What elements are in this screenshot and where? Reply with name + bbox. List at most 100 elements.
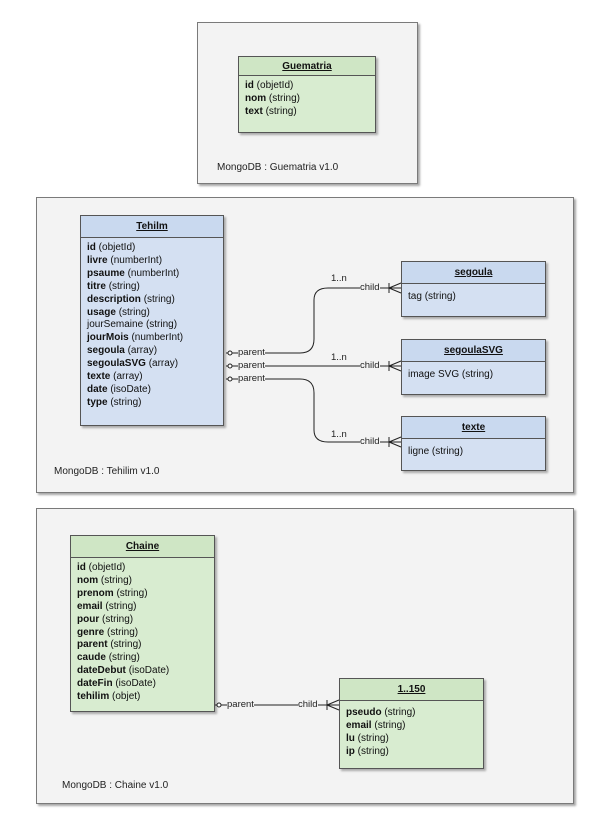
chaine-entity[interactable]: Chaine id (objetId)nom (string)prenom (s… xyxy=(70,535,215,712)
parent-label-segoulasvg: parent xyxy=(238,360,265,371)
segoula-entity[interactable]: segoula tag (string) xyxy=(401,261,546,317)
crowfoot-chaine xyxy=(326,699,340,711)
field-row: description (string) xyxy=(87,294,217,307)
field-name: livre xyxy=(87,254,108,266)
field-type: (string) xyxy=(431,446,464,457)
child-label-segoulasvg: child xyxy=(360,360,380,371)
field-row: nom (string) xyxy=(245,93,369,106)
field-name: segoula xyxy=(87,345,125,357)
field-name: jourMois xyxy=(87,332,129,344)
field-type: (string) xyxy=(357,745,389,757)
field-row: genre (string) xyxy=(77,627,208,640)
texte-connector xyxy=(226,378,401,443)
field-name: id xyxy=(77,562,86,573)
field-type: (string) xyxy=(145,319,178,331)
field-name: nom xyxy=(77,574,99,586)
segoulasvg-fields: image SVG (string) xyxy=(402,362,545,386)
range-entity[interactable]: 1..150 pseudo (string)email (string)lu (… xyxy=(339,678,484,769)
field-type: (string) xyxy=(265,105,297,117)
field-type: (string) xyxy=(100,574,133,586)
child-label-segoula: child xyxy=(360,282,380,293)
field-type: (string) xyxy=(105,600,137,612)
segoula-connector xyxy=(226,287,401,354)
field-type: (string) xyxy=(110,639,142,651)
field-row: image SVG (string) xyxy=(408,369,539,382)
field-row: lu (string) xyxy=(346,733,477,746)
parent-label-texte: parent xyxy=(238,373,265,384)
field-row: pour (string) xyxy=(77,614,208,627)
field-name: id xyxy=(245,80,254,91)
field-name: image SVG xyxy=(408,369,460,380)
field-type: (isoDate) xyxy=(110,383,151,395)
field-type: (numberInt) xyxy=(131,332,184,344)
field-type: (numberInt) xyxy=(127,267,180,279)
field-type: (string) xyxy=(118,306,150,318)
field-name: date xyxy=(87,383,108,395)
chaine-frame-label: MongoDB : Chaine v1.0 xyxy=(62,780,169,791)
field-type: (numberInt) xyxy=(110,254,163,266)
field-row: caude (string) xyxy=(77,652,208,665)
parent-end-segoula xyxy=(227,350,233,356)
field-name: type xyxy=(87,396,108,408)
field-name: text xyxy=(245,105,263,117)
field-row: id (objetId) xyxy=(87,242,217,255)
field-row: parent (string) xyxy=(77,639,208,652)
field-name: prenom xyxy=(77,587,114,599)
texte-entity[interactable]: texte ligne (string) xyxy=(401,416,546,471)
field-row: text (string) xyxy=(245,106,369,119)
tehilim-frame-label: MongoDB : Tehilim v1.0 xyxy=(54,466,160,477)
segoulasvg-entity[interactable]: segoulaSVG image SVG (string) xyxy=(401,339,546,395)
tehilm-fields: id (objetId)livre (numberInt)psaume (num… xyxy=(81,238,223,414)
field-row: prenom (string) xyxy=(77,588,208,601)
field-row: livre (numberInt) xyxy=(87,255,217,268)
field-type: (array) xyxy=(113,371,143,383)
guematria-title: Guematria xyxy=(239,57,375,76)
field-row: nom (string) xyxy=(77,575,208,588)
field-name: dateFin xyxy=(77,678,113,690)
segoulasvg-title: segoulaSVG xyxy=(402,340,545,362)
field-row: jourSemaine (string) xyxy=(87,319,217,332)
field-type: (string) xyxy=(108,280,140,292)
crowfoot-segoula xyxy=(388,282,402,294)
guematria-entity[interactable]: Guematria id (objetId)nom (string)text (… xyxy=(238,56,376,133)
field-row: usage (string) xyxy=(87,307,217,320)
field-type: (string) xyxy=(424,291,456,302)
tehilm-entity[interactable]: Tehilm id (objetId)livre (numberInt)psau… xyxy=(80,215,224,426)
field-row: dateDebut (isoDate) xyxy=(77,665,208,678)
field-name: lu xyxy=(346,732,355,744)
texte-fields: ligne (string) xyxy=(402,439,545,463)
child-label-chaine: child xyxy=(298,699,318,710)
field-type: (string) xyxy=(102,613,134,625)
field-name: email xyxy=(346,719,372,731)
field-name: description xyxy=(87,293,141,305)
field-name: email xyxy=(77,600,103,612)
guematria-frame-label: MongoDB : Guematria v1.0 xyxy=(217,162,339,173)
field-name: tehilim xyxy=(77,691,110,703)
parent-end-segoulasvg xyxy=(227,363,233,369)
field-type: (string) xyxy=(461,369,494,380)
segoula-fields: tag (string) xyxy=(402,284,545,308)
field-row: date (isoDate) xyxy=(87,384,217,397)
field-name: titre xyxy=(87,280,106,292)
range-title: 1..150 xyxy=(340,679,483,701)
field-type: (string) xyxy=(384,707,416,718)
crowfoot-texte xyxy=(388,436,402,448)
field-row: segoulaSVG (array) xyxy=(87,358,217,371)
field-type: (objetId) xyxy=(98,242,136,253)
field-row: id (objetId) xyxy=(77,562,208,575)
field-row: type (string) xyxy=(87,397,217,410)
field-row: pseudo (string) xyxy=(346,707,477,720)
multiplicity-label-segoula: 1..n xyxy=(331,273,347,284)
field-name: parent xyxy=(77,639,108,651)
guematria-fields: id (objetId)nom (string)text (string) xyxy=(239,76,375,123)
field-row: ip (string) xyxy=(346,746,477,759)
child-label-texte: child xyxy=(360,436,380,447)
field-type: (objet) xyxy=(112,691,141,703)
field-type: (array) xyxy=(127,345,158,357)
multiplicity-label-segoulasvg: 1..n xyxy=(331,352,347,363)
field-row: email (string) xyxy=(77,601,208,614)
field-row: tehilim (objet) xyxy=(77,691,208,704)
field-row: dateFin (isoDate) xyxy=(77,678,208,691)
texte-title: texte xyxy=(402,417,545,439)
field-type: (string) xyxy=(143,293,175,305)
